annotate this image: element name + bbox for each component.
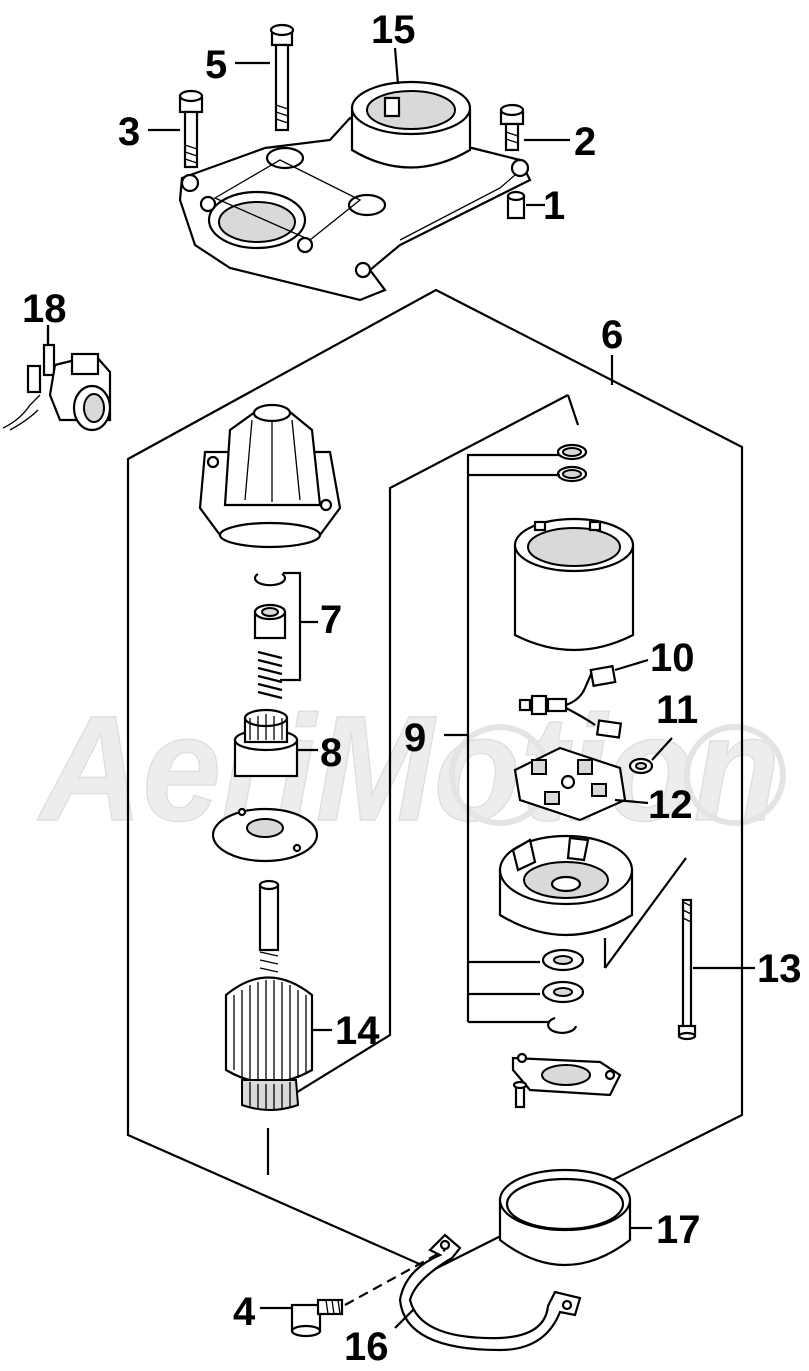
bolt-5 [269, 23, 295, 132]
callout-7: 7 [320, 598, 342, 642]
brush-spring-11 [628, 757, 654, 775]
callout-8: 8 [320, 731, 342, 775]
pinion-gear-8 [233, 708, 299, 778]
callout-9: 9 [404, 716, 426, 760]
callout-5: 5 [205, 43, 227, 87]
rubber-band-17 [498, 1168, 632, 1266]
snap-ring-7 [253, 573, 287, 587]
screw [512, 1080, 528, 1109]
callout-14: 14 [335, 1009, 380, 1053]
starter-solenoid-18 [2, 343, 112, 432]
washers [541, 948, 585, 1004]
yoke-field-frame [513, 517, 635, 652]
callout-2: 2 [574, 120, 596, 164]
o-rings [556, 443, 588, 483]
watermark-wheel [684, 724, 786, 826]
e-clip [547, 1016, 578, 1034]
bushing-sleeve [350, 80, 472, 169]
strap-bracket-16 [398, 1233, 582, 1352]
callout-10: 10 [650, 636, 695, 680]
cap-plate [511, 1052, 622, 1097]
thrust-plate [211, 807, 319, 863]
callout-17: 17 [656, 1208, 701, 1252]
callout-15: 15 [371, 8, 416, 52]
callout-13: 13 [757, 947, 802, 991]
callout-12: 12 [648, 783, 693, 827]
dowel-pin-1 [506, 190, 526, 220]
callout-16: 16 [344, 1325, 389, 1369]
watermark-logo: AeriMotion [35, 683, 786, 853]
watermark-text: AeriMotion [36, 684, 780, 852]
brush-terminal-10 [518, 664, 623, 739]
brush-holder-12 [513, 746, 627, 822]
stop-collar-7 [253, 603, 287, 640]
kit-boundary-9 [267, 394, 569, 1111]
callout-4: 4 [233, 1290, 256, 1334]
callout-11: 11 [656, 688, 698, 732]
callout-6: 6 [601, 313, 623, 357]
callout-18: 18 [22, 287, 67, 331]
end-cover [498, 834, 634, 936]
armature-14 [224, 879, 314, 1111]
bolt-2 [499, 103, 525, 152]
bolt-4 [290, 1298, 344, 1338]
through-bolt-13 [677, 898, 697, 1041]
bolt-3 [178, 89, 204, 169]
callout-3: 3 [118, 110, 140, 154]
callout-1: 1 [543, 184, 565, 228]
drive-end-housing [198, 403, 342, 549]
spring-7 [257, 650, 283, 700]
